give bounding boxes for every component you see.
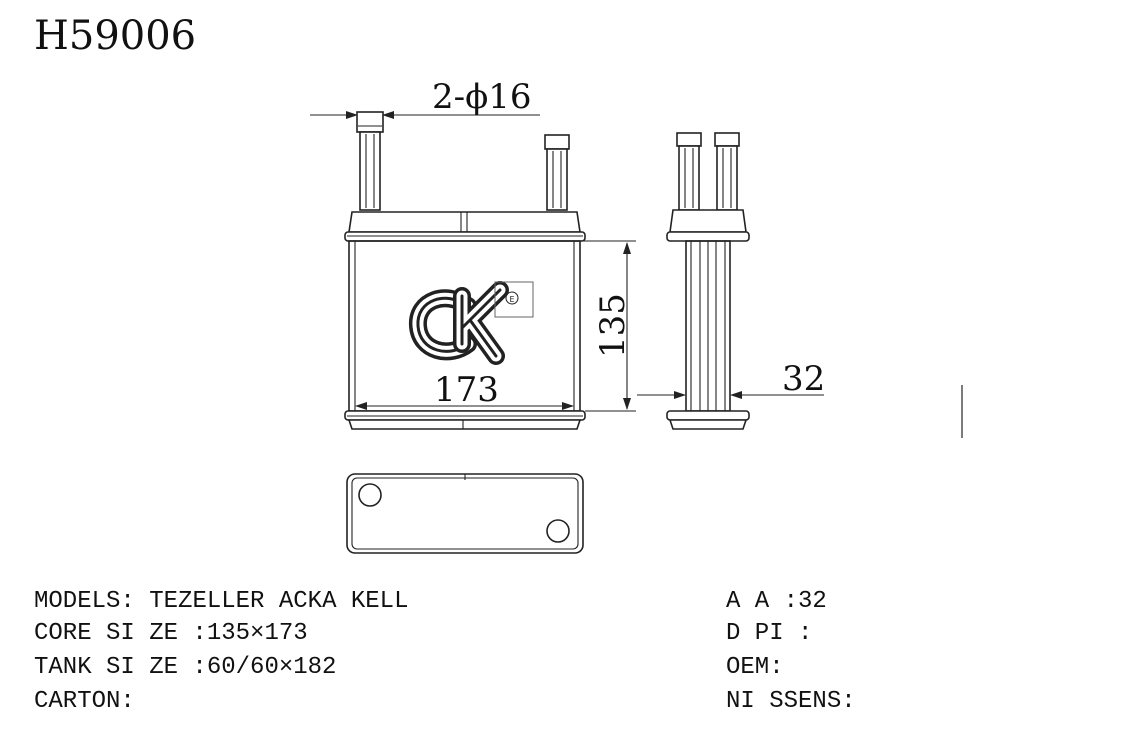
- port-hole-right: [546, 519, 570, 543]
- part-number-title: H59006: [34, 13, 196, 59]
- spec-nissens: NI SSENS:: [726, 688, 856, 715]
- side-bottom-tank: [666, 410, 750, 430]
- registered-mark: E: [509, 295, 514, 304]
- bottom-tank: [344, 410, 586, 430]
- spec-oem: OEM:: [726, 654, 784, 681]
- left-pipe: [356, 111, 384, 211]
- side-pipes: [676, 132, 740, 211]
- spec-aa: A A :32: [726, 588, 827, 615]
- spec-models: MODELS: TEZELLER ACKA KELL: [34, 588, 409, 615]
- height-dimension: 135: [580, 240, 636, 412]
- height-label: 135: [593, 293, 633, 358]
- ck-logo: E: [409, 281, 534, 365]
- width-dimension: 173: [355, 370, 574, 410]
- tank-top-view: [346, 473, 584, 554]
- side-view: 32: [637, 132, 825, 430]
- width-label: 173: [434, 370, 499, 410]
- spec-dpi: D PI :: [726, 620, 813, 647]
- right-pipe: [544, 134, 570, 211]
- spec-carton: CARTON:: [34, 688, 135, 715]
- side-core: [685, 240, 731, 412]
- port-hole-left: [358, 483, 382, 507]
- top-tank: [344, 211, 586, 242]
- side-top-tank: [666, 209, 750, 242]
- depth-label: 32: [782, 359, 825, 399]
- pipe-spec-label: 2-ϕ16: [432, 77, 532, 117]
- pipe-diameter-dimension: 2-ϕ16: [310, 77, 540, 119]
- depth-dimension: 32: [637, 359, 825, 399]
- spec-core-size: CORE SI ZE :135×173: [34, 620, 308, 647]
- spec-tank-size: TANK SI ZE :60/60×182: [34, 654, 337, 681]
- registered-box: [494, 281, 534, 318]
- front-view: E 2-ϕ16 173 135: [310, 77, 636, 430]
